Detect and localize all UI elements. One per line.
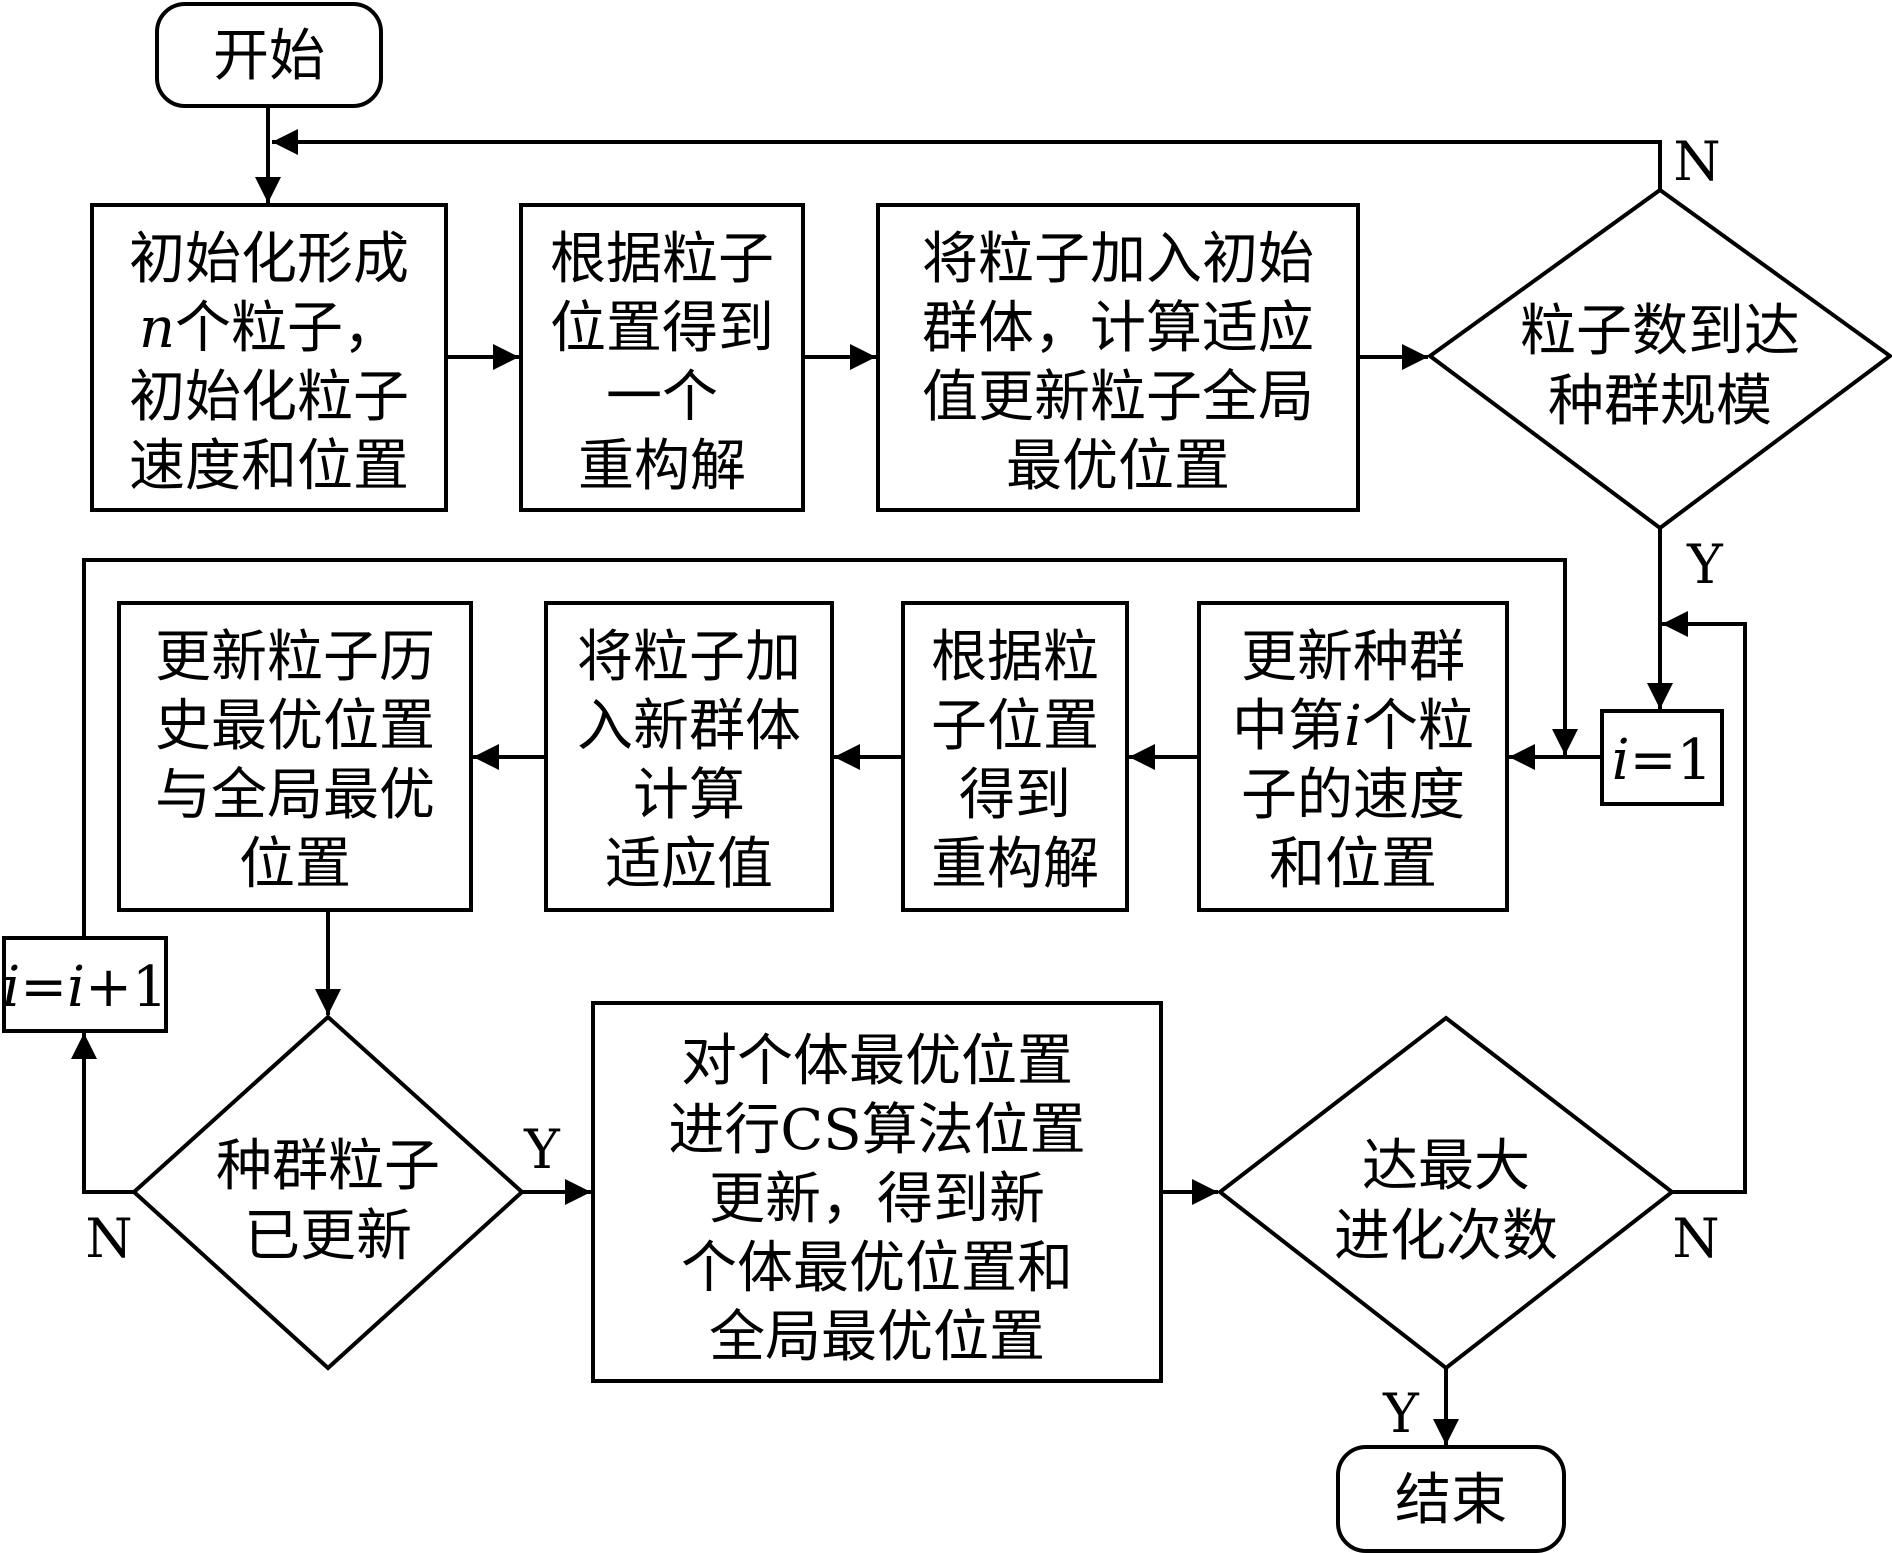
edge-check-no [71,1033,134,1194]
add-initial-line-1: 将粒子加入初始 [922,227,1314,292]
init-line-1: 初始化形成 [129,227,409,292]
add-new-group-line-2: 入新群体 [577,694,801,759]
get-reconstruct-line-1: 根据粒 [931,625,1099,690]
cs-update-line-1: 对个体最优位置 [681,1029,1073,1094]
get-reconstruct-line-4: 重构解 [931,832,1099,897]
init-line-3: 初始化粒子 [129,365,409,430]
get-solution-line-1: 根据粒子 [550,227,774,292]
edge-popcheck-no [272,129,1662,190]
add-new-group-line-3: 计算 [633,763,745,828]
iter-yes-label: Y [1382,1382,1420,1445]
max-iter-line-2: 进化次数 [1334,1204,1558,1269]
inc-i-label: i=i+1 [2,955,167,1020]
update-best-line-3: 与全局最优 [155,763,435,828]
pop-size-line-2: 种群规模 [1548,369,1772,434]
edge-inc-loop [82,558,1578,938]
update-particle-line-4: 和位置 [1269,832,1437,897]
max-iter-line-1: 达最大 [1362,1134,1530,1199]
add-new-group-line-4: 适应值 [605,832,773,897]
updated-yes-label: Y [523,1118,561,1181]
update-best-box [117,601,473,912]
all-updated-line-1: 种群粒子 [216,1134,440,1199]
init-line-2-rest: 个粒子， [175,296,399,361]
cs-update-line-5: 全局最优位置 [709,1305,1045,1370]
get-reconstruct-line-2: 子位置 [931,694,1099,759]
add-new-group-line-1: 将粒子加 [577,625,801,690]
update-particle-line-2: 中第i个粒 [1232,694,1474,759]
cs-update-line-3: 更新，得到新 [709,1167,1045,1232]
cs-update-line-4: 个体最优位置和 [681,1236,1073,1301]
cs-update-line-2: 进行CS算法位置 [668,1098,1085,1163]
end-terminal [1336,1445,1566,1553]
init-line-4: 速度和位置 [129,434,409,499]
update-best-line-1: 更新粒子历 [155,625,435,690]
add-initial-line-3: 值更新粒子全局 [922,365,1314,430]
add-initial-line-2: 群体，计算适应 [922,296,1314,361]
pop-yes-label: Y [1686,533,1724,596]
iter-no-label: N [1672,1207,1719,1270]
update-particle-line-1: 更新种群 [1241,625,1465,690]
pop-size-line-1: 粒子数到达 [1520,299,1800,364]
set-i-label: i=1 [1612,728,1712,793]
end-label: 结束 [1395,1468,1507,1533]
get-reconstruct-line-3: 得到 [959,763,1071,828]
get-solution-line-2: 位置得到 [550,296,774,361]
get-solution-line-4: 重构解 [578,434,746,499]
updated-no-label: N [85,1207,132,1270]
get-solution-line-3: 一个 [606,365,718,430]
all-updated-diamond [131,1014,525,1371]
init-line-2: n个粒子， [139,296,399,361]
start-label: 开始 [213,24,325,89]
add-initial-line-4: 最优位置 [1006,434,1230,499]
update-particle-line-3: 子的速度 [1241,763,1465,828]
update-best-line-2: 史最优位置 [155,694,435,759]
update-best-line-4: 位置 [239,832,351,897]
edge-maxiter-no [1662,611,1747,1194]
pop-no-label: N [1673,130,1720,193]
all-updated-line-2: 已更新 [244,1204,412,1269]
